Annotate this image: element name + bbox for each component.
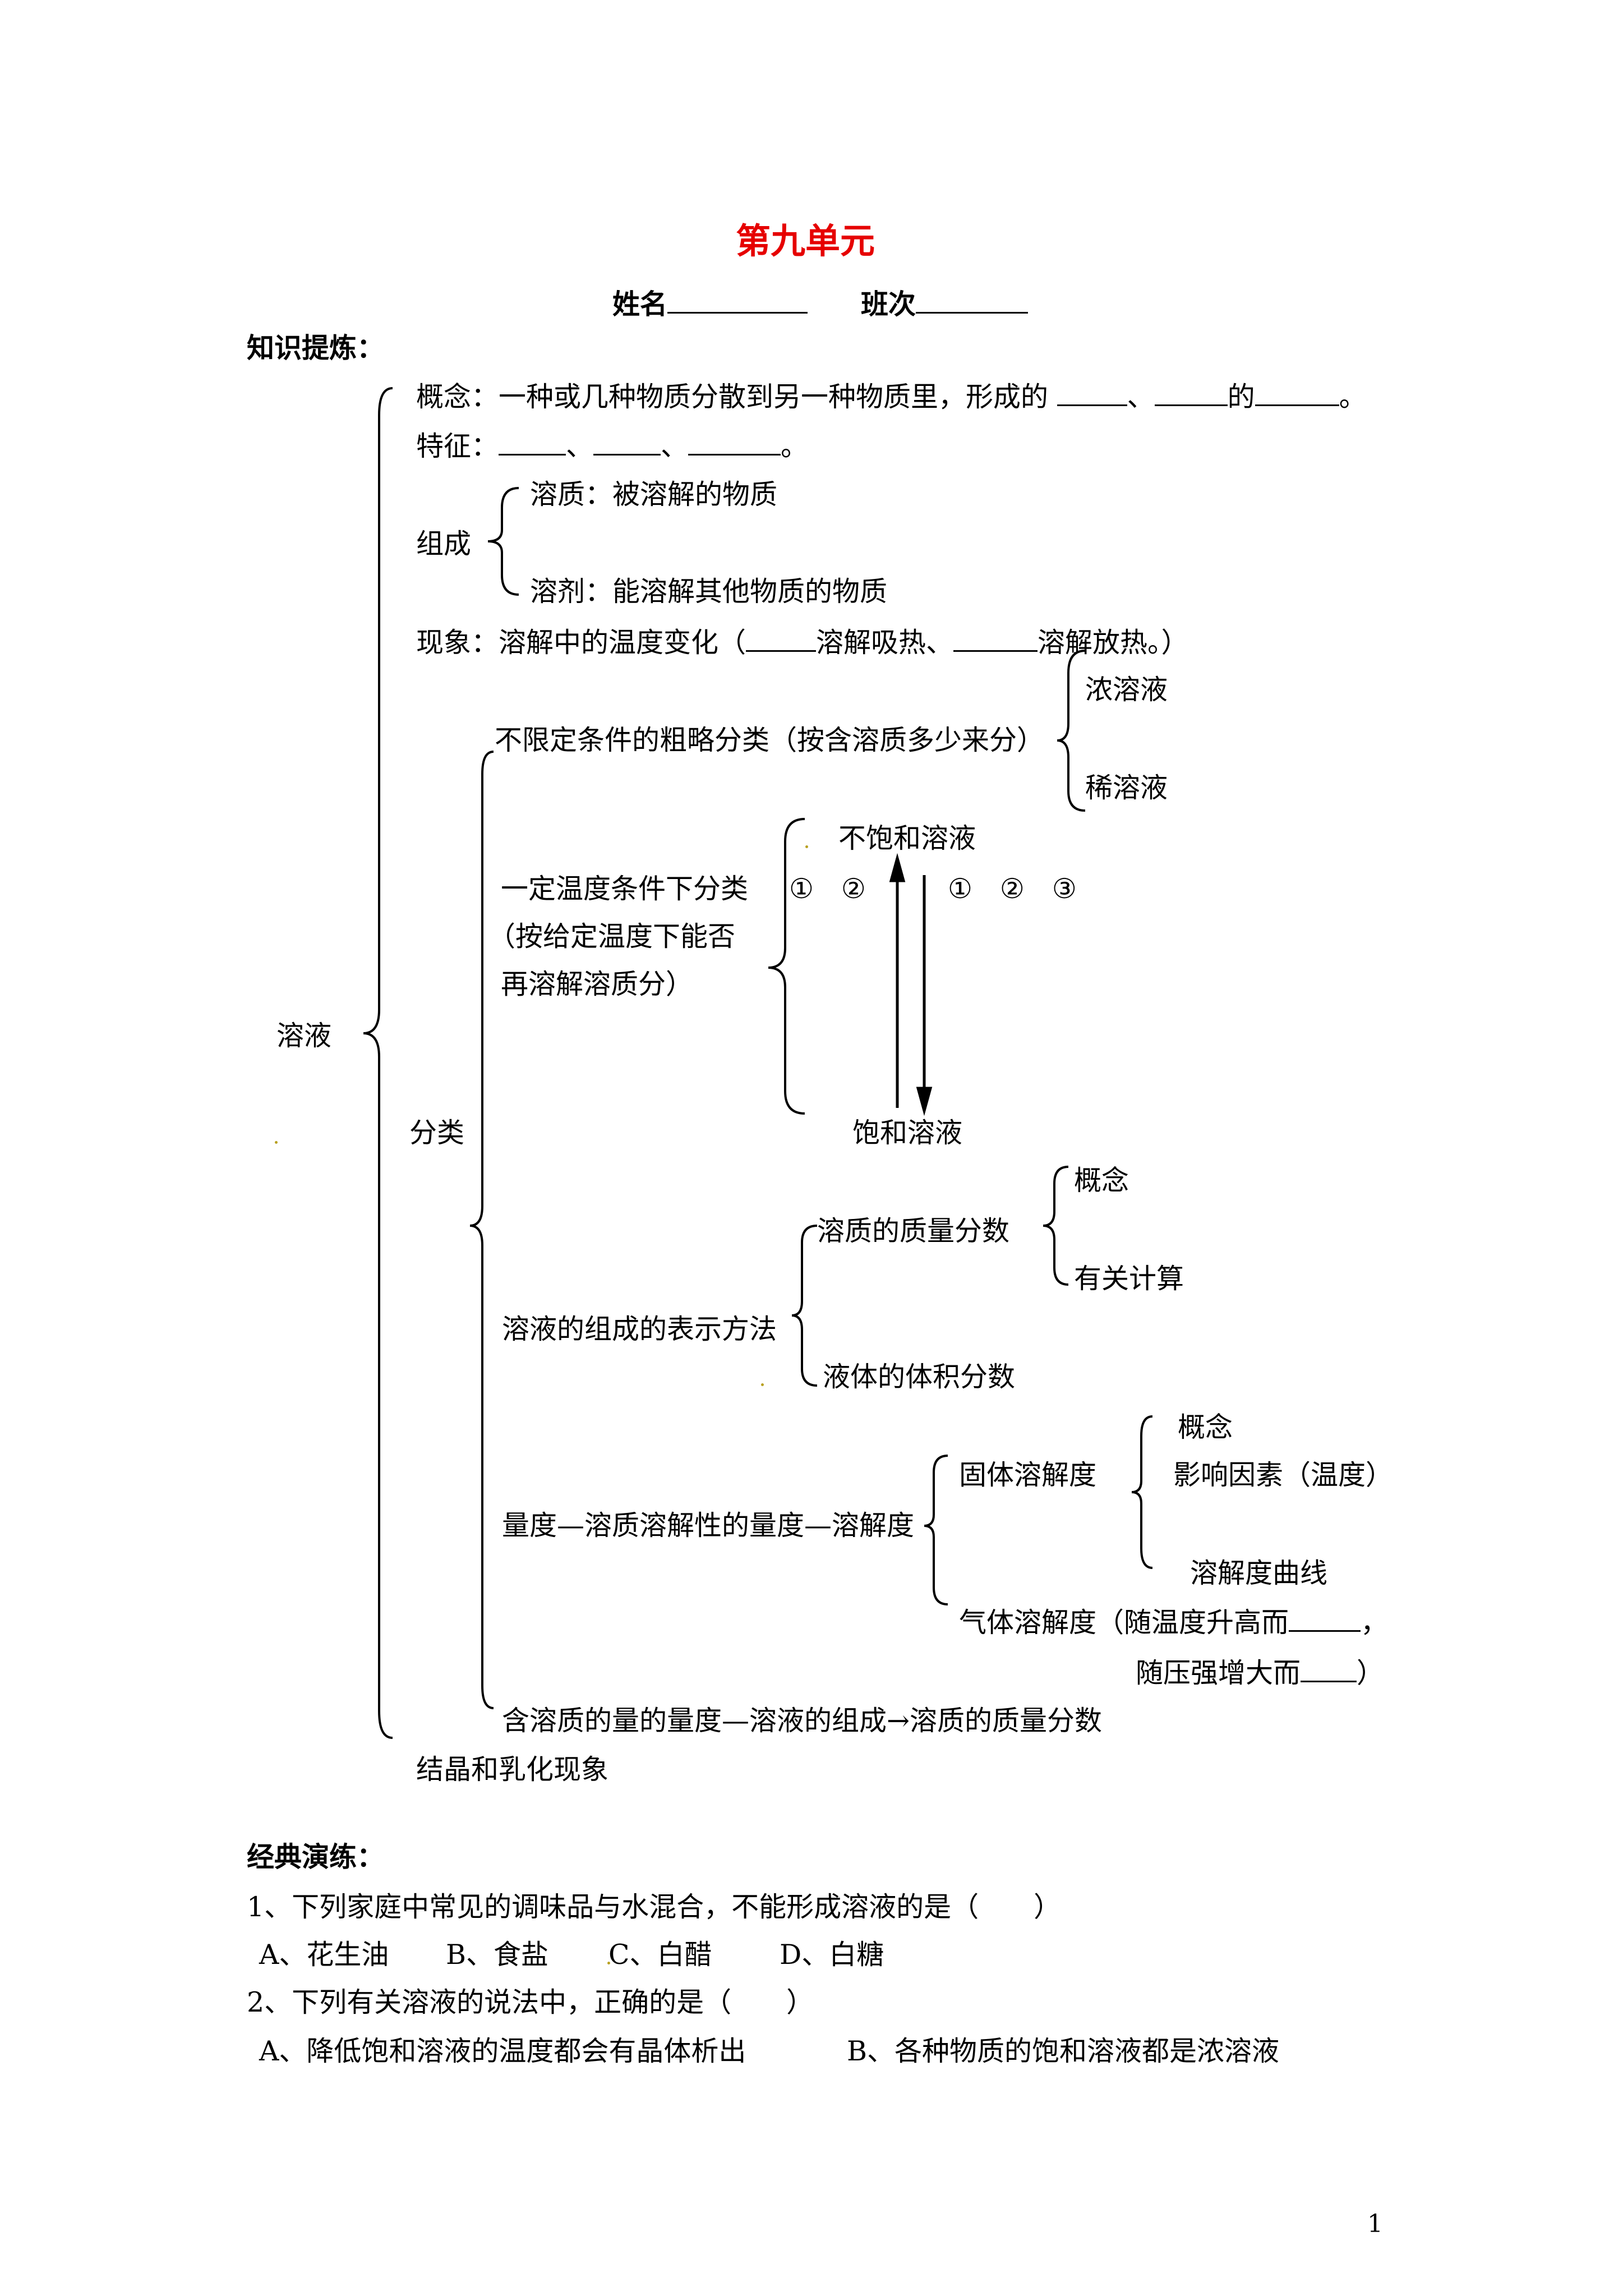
section-practice: 经典演练：: [247, 1841, 385, 1873]
name-label: 姓名: [612, 288, 668, 320]
crystallization: 结晶和乳化现象: [416, 1754, 609, 1786]
question-2-stem: 2、下列有关溶液的说法中，正确的是（ ）: [247, 1986, 814, 2018]
name-blank[interactable]: [667, 287, 808, 314]
section-knowledge: 知识提炼：: [247, 332, 385, 364]
class-field: 班次: [861, 287, 1029, 321]
feature-blank-2[interactable]: [593, 429, 661, 455]
feature-blank-1[interactable]: [499, 429, 566, 455]
mass-fraction-concept: 概念: [1074, 1165, 1129, 1197]
question-1-option-a[interactable]: A、花生油: [259, 1939, 389, 1971]
feature-text: 特征：: [416, 430, 499, 462]
mass-fraction: 溶质的质量分数: [817, 1215, 1010, 1247]
feature-sep-2: 、: [661, 430, 689, 462]
solid-brace: [1131, 1415, 1153, 1569]
root-brace: [363, 387, 393, 1739]
arrow-down-head: [916, 1087, 933, 1116]
unsaturated-solution: 不饱和溶液: [838, 822, 976, 854]
speck: [805, 845, 808, 848]
feature-blank-3[interactable]: [688, 429, 781, 455]
gas-blank-2[interactable]: [1301, 1656, 1357, 1682]
volume-fraction: 液体的体积分数: [823, 1361, 1016, 1393]
question-1-option-d[interactable]: D、白糖: [780, 1939, 884, 1971]
gas-text-b-end: ）: [1357, 1657, 1385, 1689]
saturated-solution: 饱和溶液: [852, 1117, 963, 1149]
composition-brace: [487, 487, 519, 596]
rough-classification: 不限定条件的粗略分类（按含溶质多少来分）: [495, 724, 1045, 756]
gas-text-a: 气体溶解度（随温度升高而: [959, 1607, 1289, 1639]
phenomenon-text-b: 溶解吸热、: [816, 627, 954, 659]
phenomenon-line: 现象：溶解中的温度变化（ 溶解吸热、 溶解放热。）: [416, 625, 1189, 660]
classify-brace: [469, 751, 494, 1709]
composition-expression: 溶液的组成的表示方法: [502, 1313, 777, 1345]
gas-text-b: 随压强增大而: [1136, 1657, 1301, 1689]
class-blank[interactable]: [916, 287, 1029, 314]
speck: [607, 1962, 610, 1964]
concept-sep-2: 的: [1227, 381, 1255, 413]
gas-text-a-end: ，: [1361, 1607, 1389, 1639]
class-label: 班次: [861, 288, 916, 320]
solid-factor: 影响因素（温度）: [1173, 1459, 1394, 1491]
gas-solubility-line-2: 随压强增大而 ）: [1136, 1656, 1384, 1690]
solvent-text: 溶剂：能溶解其他物质的物质: [530, 576, 888, 608]
composition-label: 组成: [416, 528, 472, 560]
gas-blank-1[interactable]: [1289, 1605, 1361, 1632]
page-number: 1: [1367, 2210, 1383, 2238]
concept-sep-1: 、: [1127, 381, 1155, 413]
feature-sep-1: 、: [566, 430, 594, 462]
concept-end: 。: [1339, 381, 1367, 413]
arrow-up-head: [889, 853, 906, 882]
content-measure: 含溶质的量的量度—溶液的组成→溶质的质量分数: [502, 1705, 1103, 1737]
question-1-option-c[interactable]: C、白醋: [608, 1939, 712, 1971]
name-field: 姓名: [612, 287, 808, 321]
concept-blank-3[interactable]: [1255, 380, 1339, 406]
phenomenon-text-c: 溶解放热。）: [1038, 627, 1189, 659]
concentrated-solution: 浓溶液: [1085, 674, 1168, 706]
page-title: 第九单元: [736, 220, 875, 261]
phenomenon-blank-2[interactable]: [953, 625, 1038, 652]
method-marks-right: ① ② ③: [948, 873, 1077, 905]
concept-text: 概念：一种或几种物质分散到另一种物质里，形成的: [416, 381, 1057, 413]
question-1-option-b[interactable]: B、食盐: [446, 1939, 549, 1971]
solubility-measure: 量度—溶质溶解性的量度—溶解度: [502, 1510, 915, 1542]
method-marks-left: ① ②: [789, 873, 866, 905]
temp-classification-1: 一定温度条件下分类: [501, 873, 749, 905]
rough-brace: [1057, 650, 1086, 812]
solubility-brace: [924, 1455, 948, 1605]
solid-solubility: 固体溶解度: [959, 1459, 1097, 1491]
question-2-option-a[interactable]: A、降低饱和溶液的温度都会有晶体析出: [259, 2035, 746, 2067]
dilute-solution: 稀溶液: [1085, 772, 1168, 804]
temp-classification-3: 再溶解溶质分）: [501, 968, 694, 1000]
solid-concept: 概念: [1178, 1411, 1233, 1443]
phenomenon-blank-1[interactable]: [746, 625, 817, 652]
solubility-curve: 溶解度曲线: [1190, 1557, 1328, 1589]
phenomenon-text-a: 现象：溶解中的温度变化（: [416, 627, 746, 659]
classify-label: 分类: [409, 1117, 465, 1149]
root-solution: 溶液: [276, 1020, 332, 1052]
mass-fraction-calc: 有关计算: [1074, 1263, 1184, 1295]
speck: [275, 1141, 278, 1144]
concept-blank-2[interactable]: [1154, 380, 1228, 406]
feature-line: 特征： 、 、 。: [416, 429, 808, 463]
concept-line: 概念：一种或几种物质分散到另一种物质里，形成的 、 的 。: [416, 380, 1367, 414]
speck: [761, 1383, 764, 1386]
question-1-stem: 1、下列家庭中常见的调味品与水混合，不能形成溶液的是（ ）: [247, 1891, 1062, 1923]
feature-end: 。: [781, 430, 809, 462]
question-2-option-b[interactable]: B、各种物质的饱和溶液都是浓溶液: [847, 2035, 1280, 2067]
measure-brace: [791, 1225, 818, 1387]
solute-text: 溶质：被溶解的物质: [530, 478, 778, 510]
mf-brace: [1043, 1166, 1069, 1286]
concept-blank-1[interactable]: [1057, 380, 1127, 406]
temp-classification-2: （按给定温度下能否: [488, 921, 736, 953]
temp-brace: [768, 818, 805, 1115]
gas-solubility-line-1: 气体溶解度（随温度升高而 ，: [959, 1605, 1388, 1640]
